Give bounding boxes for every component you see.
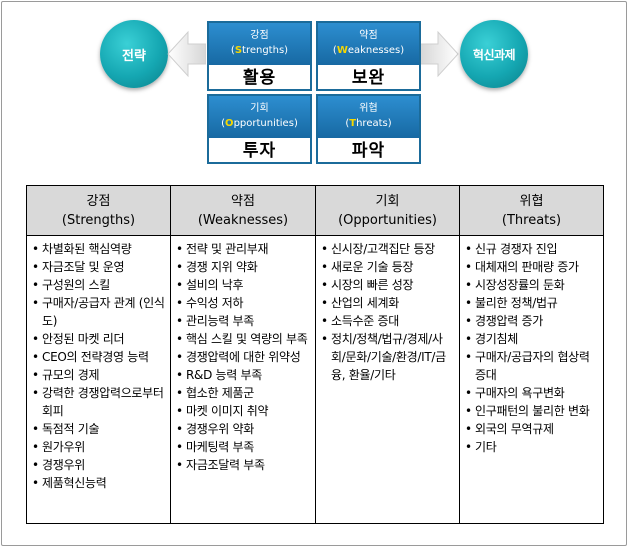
opportunity-item-list: 신시장/고객집단 등장새로운 기술 등장시장의 빠른 성장산업의 세계화소득수준…	[320, 240, 455, 384]
weaknesses-title: 약점	[359, 30, 378, 41]
weakness-item: 핵심 스킬 및 역량의 부족	[175, 330, 311, 348]
opportunities-english: (Opportunities)	[221, 118, 298, 129]
threat-item: 대체재의 판매량 증가	[464, 258, 599, 276]
opportunity-item: 산업의 세계화	[320, 294, 455, 312]
threats-box: 위협 (Threats) 파악	[316, 94, 421, 164]
weaknesses-cell: 전략 및 관리부재경쟁 지위 약화설비의 낙후수익성 저하관리능력 부족핵심 스…	[170, 235, 316, 524]
opportunity-item: 새로운 기술 등장	[320, 258, 455, 276]
innovation-task-label: 혁신과제	[472, 47, 516, 62]
weakness-item: 경쟁압력에 대한 위약성	[175, 348, 311, 366]
threat-item: 구매자/공급자의 협상력 증대	[464, 348, 599, 384]
strength-item: 구성원의 스킬	[31, 276, 166, 294]
weakness-item-list: 전략 및 관리부재경쟁 지위 약화설비의 낙후수익성 저하관리능력 부족핵심 스…	[175, 240, 311, 474]
weakness-item: 협소한 제품군	[175, 384, 311, 402]
threat-item: 불리한 정책/법규	[464, 294, 599, 312]
opportunity-item: 소득수준 증대	[320, 312, 455, 330]
strength-item: 제품혁신능력	[31, 474, 166, 492]
swot-table: 강점(Strengths) 약점(Weaknesses) 기회(Opportun…	[26, 185, 604, 524]
weakness-item: 관리능력 부족	[175, 312, 311, 330]
weakness-item: 전략 및 관리부재	[175, 240, 311, 258]
weakness-item: R&D 능력 부족	[175, 366, 311, 384]
strengths-box: 강점 (Strengths) 활용	[207, 21, 312, 91]
weaknesses-box-head: 약점 (Weaknesses)	[318, 23, 419, 65]
threat-item-list: 신규 경쟁자 진입대체재의 판매량 증가시장성장률의 둔화불리한 정책/법규경쟁…	[464, 240, 599, 456]
threat-item: 시장성장률의 둔화	[464, 276, 599, 294]
arrow-left-icon	[167, 30, 206, 78]
weaknesses-box: 약점 (Weaknesses) 보완	[316, 21, 421, 91]
threats-title: 위협	[359, 103, 378, 114]
strength-item: 원가우위	[31, 438, 166, 456]
threats-cell: 신규 경쟁자 진입대체재의 판매량 증가시장성장률의 둔화불리한 정책/법규경쟁…	[459, 235, 604, 524]
swot-table-header-row: 강점(Strengths) 약점(Weaknesses) 기회(Opportun…	[26, 185, 604, 236]
strength-item: CEO의 전략경영 능력	[31, 348, 166, 366]
threat-item: 외국의 무역규제	[464, 420, 599, 438]
strengths-box-head: 강점 (Strengths)	[209, 23, 310, 65]
weakness-item: 설비의 낙후	[175, 276, 311, 294]
header-strengths: 강점(Strengths)	[26, 185, 171, 236]
header-opportunities: 기회(Opportunities)	[315, 185, 460, 236]
threat-item: 신규 경쟁자 진입	[464, 240, 599, 258]
innovation-task-circle: 혁신과제	[460, 20, 528, 88]
threat-item: 기타	[464, 438, 599, 456]
threat-item: 구매자의 욕구변화	[464, 384, 599, 402]
opportunity-item: 정치/정책/법규/경제/사회/문화/기술/환경/IT/금융, 환율/기타	[320, 330, 455, 384]
strategy-label: 전략	[122, 48, 146, 64]
header-threats: 위협(Threats)	[459, 185, 604, 236]
threats-box-head: 위협 (Threats)	[318, 96, 419, 138]
weaknesses-action: 보완	[351, 68, 386, 88]
strategy-circle: 전략	[100, 20, 168, 88]
strength-item: 차별화된 핵심역량	[31, 240, 166, 258]
weakness-item: 경쟁우위 약화	[175, 420, 311, 438]
strength-item: 자금조달 및 운영	[31, 258, 166, 276]
threats-action: 파악	[351, 141, 386, 161]
strengths-english: (Strengths)	[230, 45, 289, 56]
opportunity-item: 시장의 빠른 성장	[320, 276, 455, 294]
opportunities-title: 기회	[250, 103, 269, 114]
swot-table-body-row: 차별화된 핵심역량자금조달 및 운영구성원의 스킬구매자/공급자 관계 (인식도…	[26, 235, 604, 524]
strength-item: 구매자/공급자 관계 (인식도)	[31, 294, 166, 330]
weakness-item: 경쟁 지위 약화	[175, 258, 311, 276]
header-weaknesses: 약점(Weaknesses)	[170, 185, 316, 236]
weakness-item: 수익성 저하	[175, 294, 311, 312]
opportunities-action: 투자	[242, 141, 277, 161]
weakness-item: 마케팅력 부족	[175, 438, 311, 456]
threat-item: 경쟁압력 증가	[464, 312, 599, 330]
opportunity-item: 신시장/고객집단 등장	[320, 240, 455, 258]
strengths-action: 활용	[242, 68, 277, 88]
strength-item: 강력한 경쟁압력으로부터 회피	[31, 384, 166, 420]
opportunities-box-head: 기회 (Opportunities)	[209, 96, 310, 138]
weakness-item: 마켓 이미지 취약	[175, 402, 311, 420]
arrow-right-icon	[420, 30, 459, 78]
opportunities-box: 기회 (Opportunities) 투자	[207, 94, 312, 164]
threats-english: (Threats)	[345, 118, 392, 129]
weakness-item: 자금조달력 부족	[175, 456, 311, 474]
strength-item: 안정된 마켓 리더	[31, 330, 166, 348]
strength-item: 독점적 기술	[31, 420, 166, 438]
weaknesses-english: (Weaknesses)	[332, 45, 405, 56]
strength-item-list: 차별화된 핵심역량자금조달 및 운영구성원의 스킬구매자/공급자 관계 (인식도…	[31, 240, 166, 492]
opportunities-cell: 신시장/고객집단 등장새로운 기술 등장시장의 빠른 성장산업의 세계화소득수준…	[315, 235, 460, 524]
threat-item: 인구패턴의 불리한 변화	[464, 402, 599, 420]
strengths-title: 강점	[250, 30, 269, 41]
threat-item: 경기침체	[464, 330, 599, 348]
strengths-cell: 차별화된 핵심역량자금조달 및 운영구성원의 스킬구매자/공급자 관계 (인식도…	[26, 235, 171, 524]
strength-item: 경쟁우위	[31, 456, 166, 474]
strength-item: 규모의 경제	[31, 366, 166, 384]
